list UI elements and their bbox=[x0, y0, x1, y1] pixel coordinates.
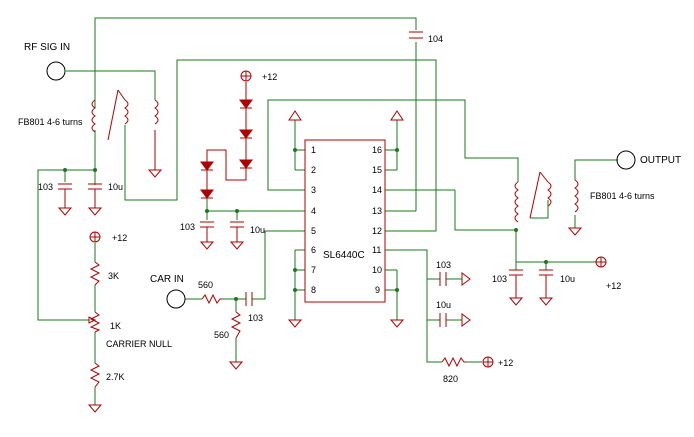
supply-right bbox=[595, 256, 607, 268]
labels: RF SIG IN FB801 4-6 turns 104 +12 103 10… bbox=[18, 34, 681, 384]
junctions bbox=[63, 148, 548, 301]
pin-8: 8 bbox=[311, 285, 316, 295]
car-input-connector bbox=[166, 289, 186, 309]
left-transformer bbox=[91, 89, 163, 178]
label-560-h: 560 bbox=[198, 280, 213, 290]
cap-10u-mid bbox=[229, 221, 245, 250]
ic-label: SL6440C bbox=[323, 250, 365, 261]
label-1k: 1K bbox=[110, 321, 121, 331]
res-560-v bbox=[230, 311, 242, 339]
cap-10u-p11 bbox=[439, 313, 471, 327]
pin-6: 6 bbox=[311, 245, 316, 255]
label-plus12-top: +12 bbox=[262, 72, 277, 82]
label-carrier-null: CARRIER NULL bbox=[106, 339, 172, 349]
pin-11: 11 bbox=[372, 245, 381, 255]
pin-3: 3 bbox=[311, 185, 316, 195]
pin-13: 13 bbox=[372, 206, 382, 216]
label-output: OUTPUT bbox=[640, 155, 681, 166]
diode-stack bbox=[200, 99, 253, 199]
res-560-h bbox=[201, 293, 222, 305]
supply-820 bbox=[482, 356, 494, 368]
label-10u-right: 10u bbox=[560, 274, 575, 284]
pin-2: 2 bbox=[311, 165, 316, 175]
label-3k: 3K bbox=[108, 271, 119, 281]
label-560-v: 560 bbox=[214, 330, 229, 340]
output-connector bbox=[616, 150, 636, 170]
label-10u-left: 10u bbox=[108, 182, 123, 192]
pin-10: 10 bbox=[372, 265, 382, 275]
pot-1k bbox=[88, 311, 101, 333]
cap-103-p11 bbox=[439, 272, 471, 286]
label-plus12-right: +12 bbox=[606, 281, 621, 291]
cap-104 bbox=[409, 31, 423, 39]
label-plus12-820: +12 bbox=[498, 358, 513, 368]
right-transformer bbox=[514, 171, 583, 236]
label-car-in: CAR IN bbox=[150, 274, 184, 285]
label-103-mid: 103 bbox=[180, 222, 195, 232]
label-103-car: 103 bbox=[248, 313, 263, 323]
res-3k bbox=[89, 261, 101, 286]
pin-7: 7 bbox=[311, 265, 316, 275]
pin-5: 5 bbox=[311, 226, 316, 236]
label-10u-mid: 10u bbox=[250, 225, 265, 235]
pin-14: 14 bbox=[372, 185, 382, 195]
cap-10u-left bbox=[87, 183, 103, 216]
res-2k7 bbox=[89, 362, 101, 388]
label-103-p11: 103 bbox=[436, 260, 451, 270]
cap-103-right bbox=[508, 269, 524, 306]
label-2k7: 2.7K bbox=[106, 372, 125, 382]
label-104: 104 bbox=[428, 34, 443, 44]
pin-12: 12 bbox=[372, 226, 382, 236]
cap-103-mid bbox=[199, 221, 215, 250]
ic-sl6440c: SL6440C 1 2 3 4 5 6 7 8 16 15 14 13 12 1… bbox=[304, 139, 386, 303]
label-103-left: 103 bbox=[38, 182, 53, 192]
pin-9: 9 bbox=[375, 285, 380, 295]
cap-103-left bbox=[57, 183, 73, 216]
label-103-right: 103 bbox=[492, 274, 507, 284]
wires bbox=[37, 17, 618, 405]
rf-input-connector bbox=[46, 61, 66, 81]
pin-1: 1 bbox=[311, 145, 316, 155]
pin-4: 4 bbox=[311, 206, 316, 216]
pin-16: 16 bbox=[372, 145, 382, 155]
label-10u-p11: 10u bbox=[436, 300, 451, 310]
cap-103-car bbox=[245, 292, 253, 306]
label-plus12-pot: +12 bbox=[112, 233, 127, 243]
label-rf-sig-in: RF SIG IN bbox=[24, 42, 70, 53]
cap-10u-right bbox=[538, 269, 554, 306]
pin-15: 15 bbox=[372, 165, 382, 175]
supply-pot bbox=[89, 231, 101, 243]
res-820 bbox=[441, 356, 466, 368]
label-820: 820 bbox=[443, 374, 458, 384]
label-fb801-left: FB801 4-6 turns bbox=[18, 117, 83, 127]
label-fb801-right: FB801 4-6 turns bbox=[590, 191, 655, 201]
supply-top bbox=[240, 70, 252, 82]
